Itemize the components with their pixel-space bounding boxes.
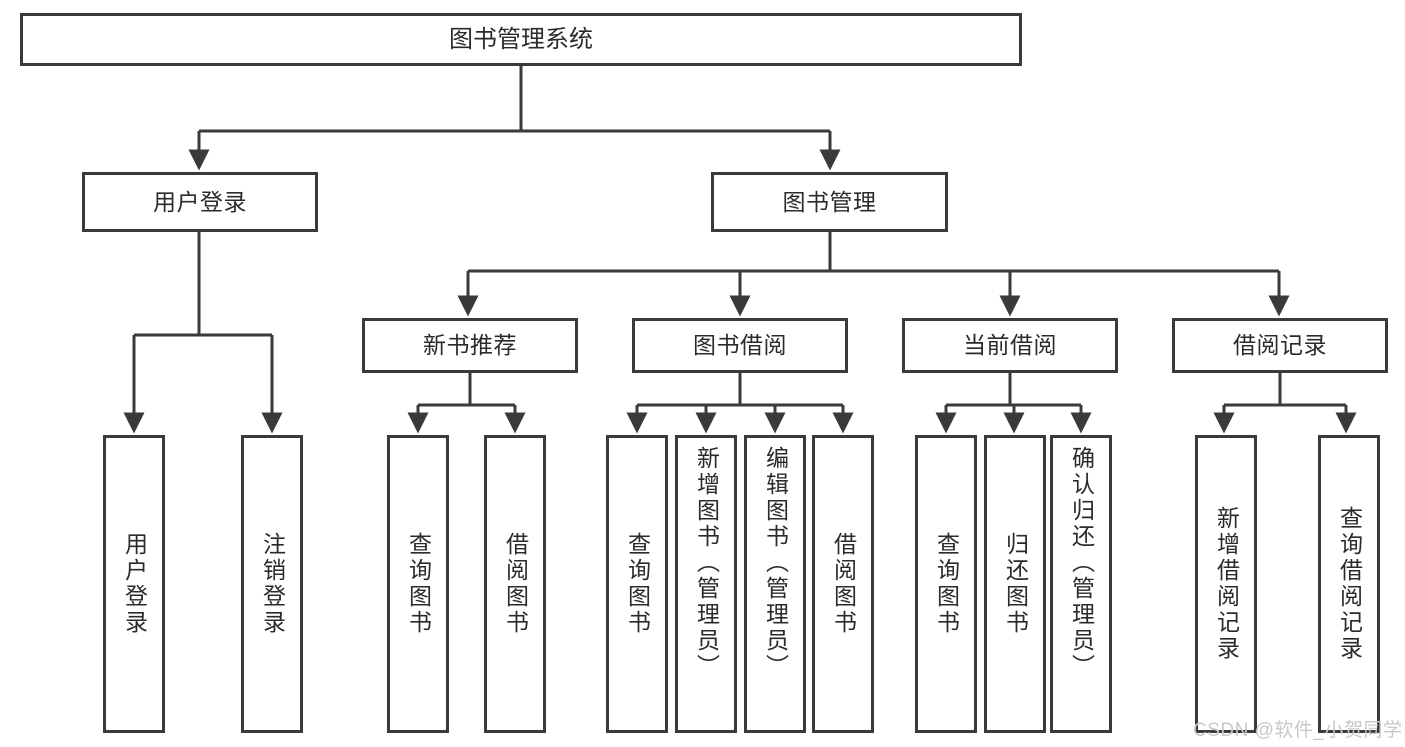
node-label: 借阅记录 bbox=[1233, 332, 1327, 358]
node-label: 查询图书 bbox=[405, 532, 432, 636]
node-label: 图书借阅 bbox=[693, 332, 787, 358]
node-label: 图书管理 bbox=[782, 188, 877, 215]
node-label: 归还图书 bbox=[1002, 532, 1029, 636]
node-leaf-query-book-current[interactable]: 查询图书 bbox=[915, 435, 977, 733]
node-label: 用户登录 bbox=[121, 532, 148, 636]
node-new-book-recommend[interactable]: 新书推荐 bbox=[362, 318, 578, 373]
node-leaf-return-book[interactable]: 归还图书 bbox=[984, 435, 1046, 733]
node-leaf-query-book-recommend[interactable]: 查询图书 bbox=[387, 435, 449, 733]
node-label: 查询图书 bbox=[624, 532, 651, 636]
csdn-watermark: CSDN @软件_小贺同学 bbox=[1193, 720, 1403, 741]
node-leaf-borrow-book[interactable]: 借阅图书 bbox=[812, 435, 874, 733]
node-user-login[interactable]: 用户登录 bbox=[82, 172, 318, 232]
node-label: 确认归还（管理员） bbox=[1068, 446, 1095, 680]
node-label: 借阅图书 bbox=[830, 532, 857, 636]
node-leaf-user-login[interactable]: 用户登录 bbox=[103, 435, 165, 733]
node-label: 编辑图书（管理员） bbox=[762, 446, 789, 680]
node-book-management[interactable]: 图书管理 bbox=[711, 172, 948, 232]
node-leaf-add-borrow-record[interactable]: 新增借阅记录 bbox=[1195, 435, 1257, 733]
node-label: 新增借阅记录 bbox=[1213, 506, 1240, 662]
node-label: 借阅图书 bbox=[502, 532, 529, 636]
node-leaf-confirm-return-admin[interactable]: 确认归还（管理员） bbox=[1050, 435, 1112, 733]
node-leaf-edit-book-admin[interactable]: 编辑图书（管理员） bbox=[744, 435, 806, 733]
node-label: 当前借阅 bbox=[963, 332, 1057, 358]
node-label: 新增图书（管理员） bbox=[693, 446, 720, 680]
node-leaf-query-borrow-record[interactable]: 查询借阅记录 bbox=[1318, 435, 1380, 733]
node-current-borrow[interactable]: 当前借阅 bbox=[902, 318, 1118, 373]
node-book-borrow[interactable]: 图书借阅 bbox=[632, 318, 848, 373]
node-label: 查询借阅记录 bbox=[1336, 506, 1363, 662]
node-leaf-query-book-borrow[interactable]: 查询图书 bbox=[606, 435, 668, 733]
node-leaf-borrow-book-recommend[interactable]: 借阅图书 bbox=[484, 435, 546, 733]
node-label: 新书推荐 bbox=[423, 332, 517, 358]
node-root-book-management-system[interactable]: 图书管理系统 bbox=[20, 13, 1022, 66]
node-label: 注销登录 bbox=[259, 532, 286, 636]
node-borrow-record[interactable]: 借阅记录 bbox=[1172, 318, 1388, 373]
node-leaf-user-logout[interactable]: 注销登录 bbox=[241, 435, 303, 733]
node-label: 用户登录 bbox=[153, 188, 247, 215]
node-label: 查询图书 bbox=[933, 532, 960, 636]
node-leaf-add-book-admin[interactable]: 新增图书（管理员） bbox=[675, 435, 737, 733]
node-label: 图书管理系统 bbox=[449, 25, 593, 53]
